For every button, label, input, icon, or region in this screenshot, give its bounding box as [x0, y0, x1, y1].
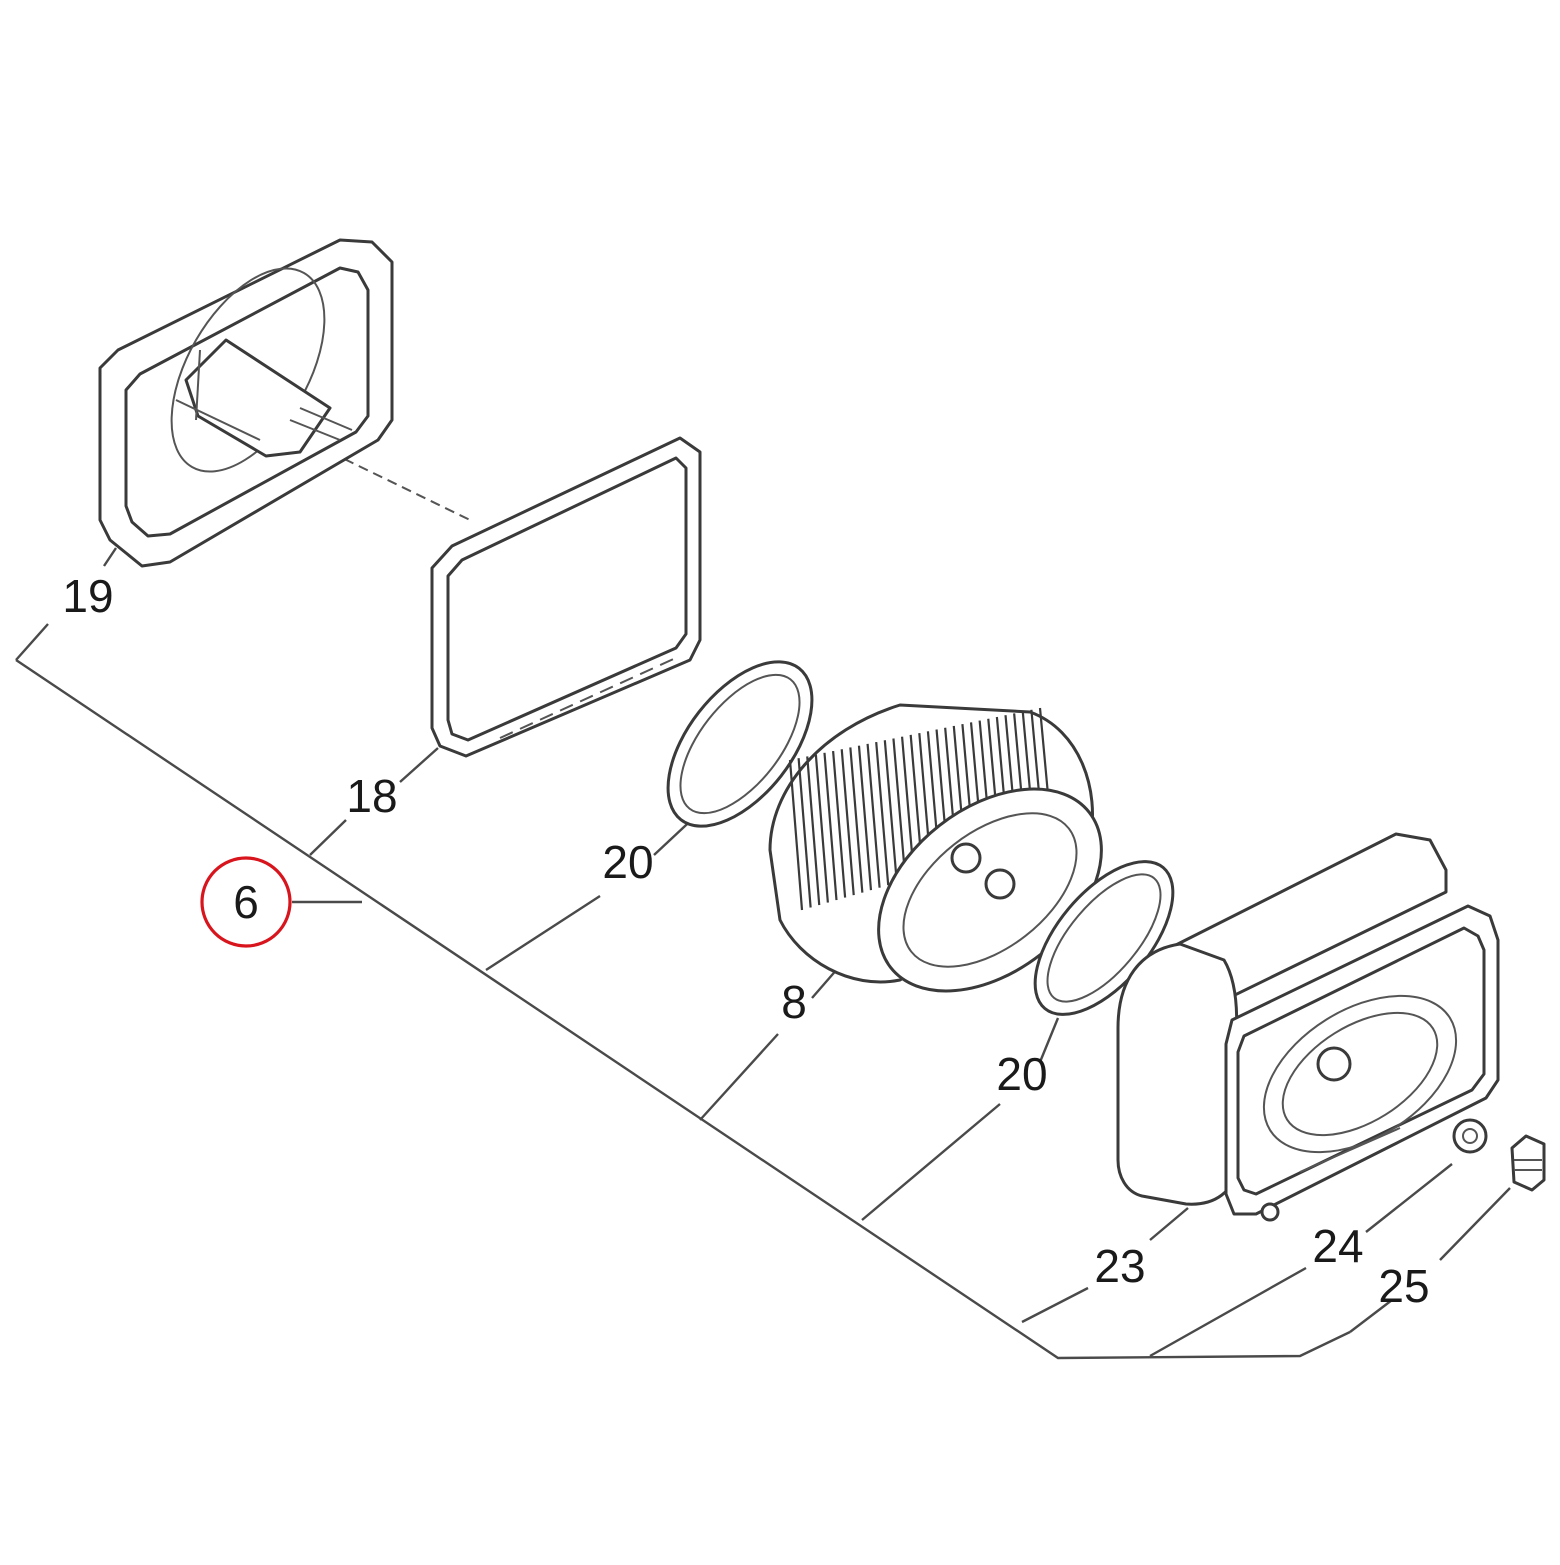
callout-20-lower: 20: [996, 1048, 1047, 1100]
air-filter-back-housing: [98, 238, 394, 568]
filter-pleat: [832, 750, 847, 898]
callout-6: 6: [233, 876, 259, 928]
filter-pleat: [788, 759, 804, 911]
filter-pleat: [806, 756, 821, 906]
filter-pleat: [866, 743, 881, 888]
filter-pleat: [892, 738, 907, 881]
assembly-highlight-circle: [200, 856, 292, 948]
filter-pleat: [797, 758, 812, 908]
washer: [1452, 1118, 1488, 1154]
callout-23: 23: [1094, 1240, 1145, 1292]
filter-pleat: [840, 749, 855, 896]
gasket-upper: [666, 660, 814, 828]
filter-pleat: [857, 745, 873, 891]
filter-frame: [430, 436, 702, 758]
callout-20-upper: 20: [602, 836, 653, 888]
leader-lines: [15, 451, 1511, 1360]
callout-8: 8: [781, 976, 807, 1028]
filter-pleat: [823, 752, 838, 901]
filter-pleat: [883, 740, 898, 883]
filter-pleat: [875, 741, 890, 886]
air-filter-front-cover: [1116, 832, 1500, 1222]
filter-pleat: [814, 754, 829, 903]
pleated-filter-element: [768, 703, 1103, 993]
screw: [1510, 1134, 1546, 1192]
callout-18: 18: [346, 770, 397, 822]
callout-labels: 19 18 20 6 8 20 23 24 25: [62, 570, 1429, 1312]
callout-25: 25: [1378, 1260, 1429, 1312]
callout-19: 19: [62, 570, 113, 622]
callout-24: 24: [1312, 1220, 1363, 1272]
filter-pleat: [849, 747, 864, 893]
